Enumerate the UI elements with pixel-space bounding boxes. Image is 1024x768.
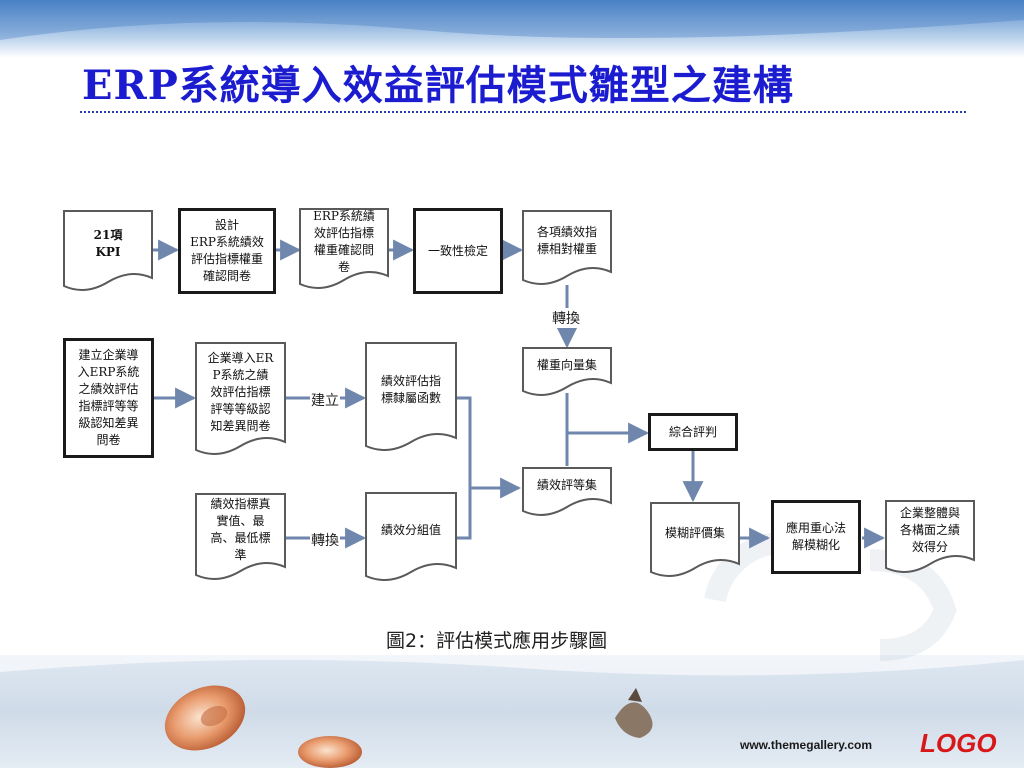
document-shape — [522, 210, 612, 285]
node-comprehensive-judgment-label: 綜合評判 — [668, 424, 717, 439]
node-group-value: 績效分組值 — [365, 492, 457, 581]
arrow-group-to-grade — [457, 488, 472, 540]
edge-label-build: 建立 — [310, 390, 340, 410]
figure-caption: 圖2：評估模式應用步驟圖 — [386, 630, 608, 652]
node-build-grade-survey-label: 建立企業導入ERP系統之績效評估指標評等等級認知差異問卷 — [77, 348, 140, 447]
node-weight-vector: 權重向量集 — [522, 347, 612, 396]
node-fuzzy-evaluation: 模糊評價集 — [650, 502, 740, 577]
node-consistency-check: 一致性檢定 — [413, 208, 503, 294]
node-membership-function-label: 績效評估指標隸屬函數 — [380, 374, 441, 405]
logo-text: LOGO — [920, 728, 997, 758]
node-weight-survey: ERP系統績效評估指標權重確認問卷 — [299, 208, 389, 289]
document-shape — [195, 493, 286, 580]
node-overall-score-label: 企業整體與各構面之績效得分 — [899, 505, 960, 554]
node-fuzzy-evaluation-label: 模糊評價集 — [664, 525, 725, 540]
node-relative-weights: 各項績效指標相對權重 — [522, 210, 612, 285]
node-performance-grade: 績效評等集 — [522, 467, 612, 516]
document-shape — [650, 502, 740, 577]
website-link[interactable]: www.themegallery.com — [740, 738, 873, 752]
title-underline — [80, 111, 966, 113]
document-shape — [63, 210, 153, 291]
document-shape — [885, 500, 975, 573]
node-actual-values-label: 績效指標真實值、最高、最低標準 — [210, 497, 271, 562]
node-weight-vector-label: 權重向量集 — [536, 357, 597, 372]
document-shape — [299, 208, 389, 289]
node-relative-weights-label: 各項績效指標相對權重 — [536, 225, 597, 256]
node-performance-grade-label: 績效評等集 — [536, 477, 597, 492]
document-shape — [522, 467, 612, 516]
node-build-grade-survey: 建立企業導入ERP系統之績效評估指標評等等級認知差異問卷 — [63, 338, 154, 458]
edge-label-convert-1: 轉換 — [551, 308, 581, 328]
node-actual-values: 績效指標真實值、最高、最低標準 — [195, 493, 286, 580]
node-defuzzification-label: 應用重心法解模糊化 — [785, 521, 846, 552]
document-shape — [522, 347, 612, 396]
node-consistency-check-label: 一致性檢定 — [427, 243, 488, 258]
seashell-decoration — [164, 685, 653, 768]
node-comprehensive-judgment: 綜合評判 — [648, 413, 738, 451]
node-membership-function: 績效評估指標隸屬函數 — [365, 342, 457, 451]
arrow-membership-to-grade — [457, 396, 522, 499]
document-shape — [365, 492, 457, 581]
node-overall-score: 企業整體與各構面之績效得分 — [885, 500, 975, 573]
edge-label-convert-2: 轉換 — [310, 530, 340, 550]
node-group-value-label: 績效分組值 — [380, 522, 441, 537]
document-shape — [195, 342, 286, 455]
arrow-vector-to-judgment — [565, 393, 650, 444]
node-defuzzification: 應用重心法解模糊化 — [771, 500, 861, 574]
document-shape — [365, 342, 457, 451]
slide-title: ERP系統導入效益評估模式雛型之建構 — [82, 62, 794, 109]
node-weight-survey-label: ERP系統績效評估指標權重確認問卷 — [313, 209, 375, 274]
